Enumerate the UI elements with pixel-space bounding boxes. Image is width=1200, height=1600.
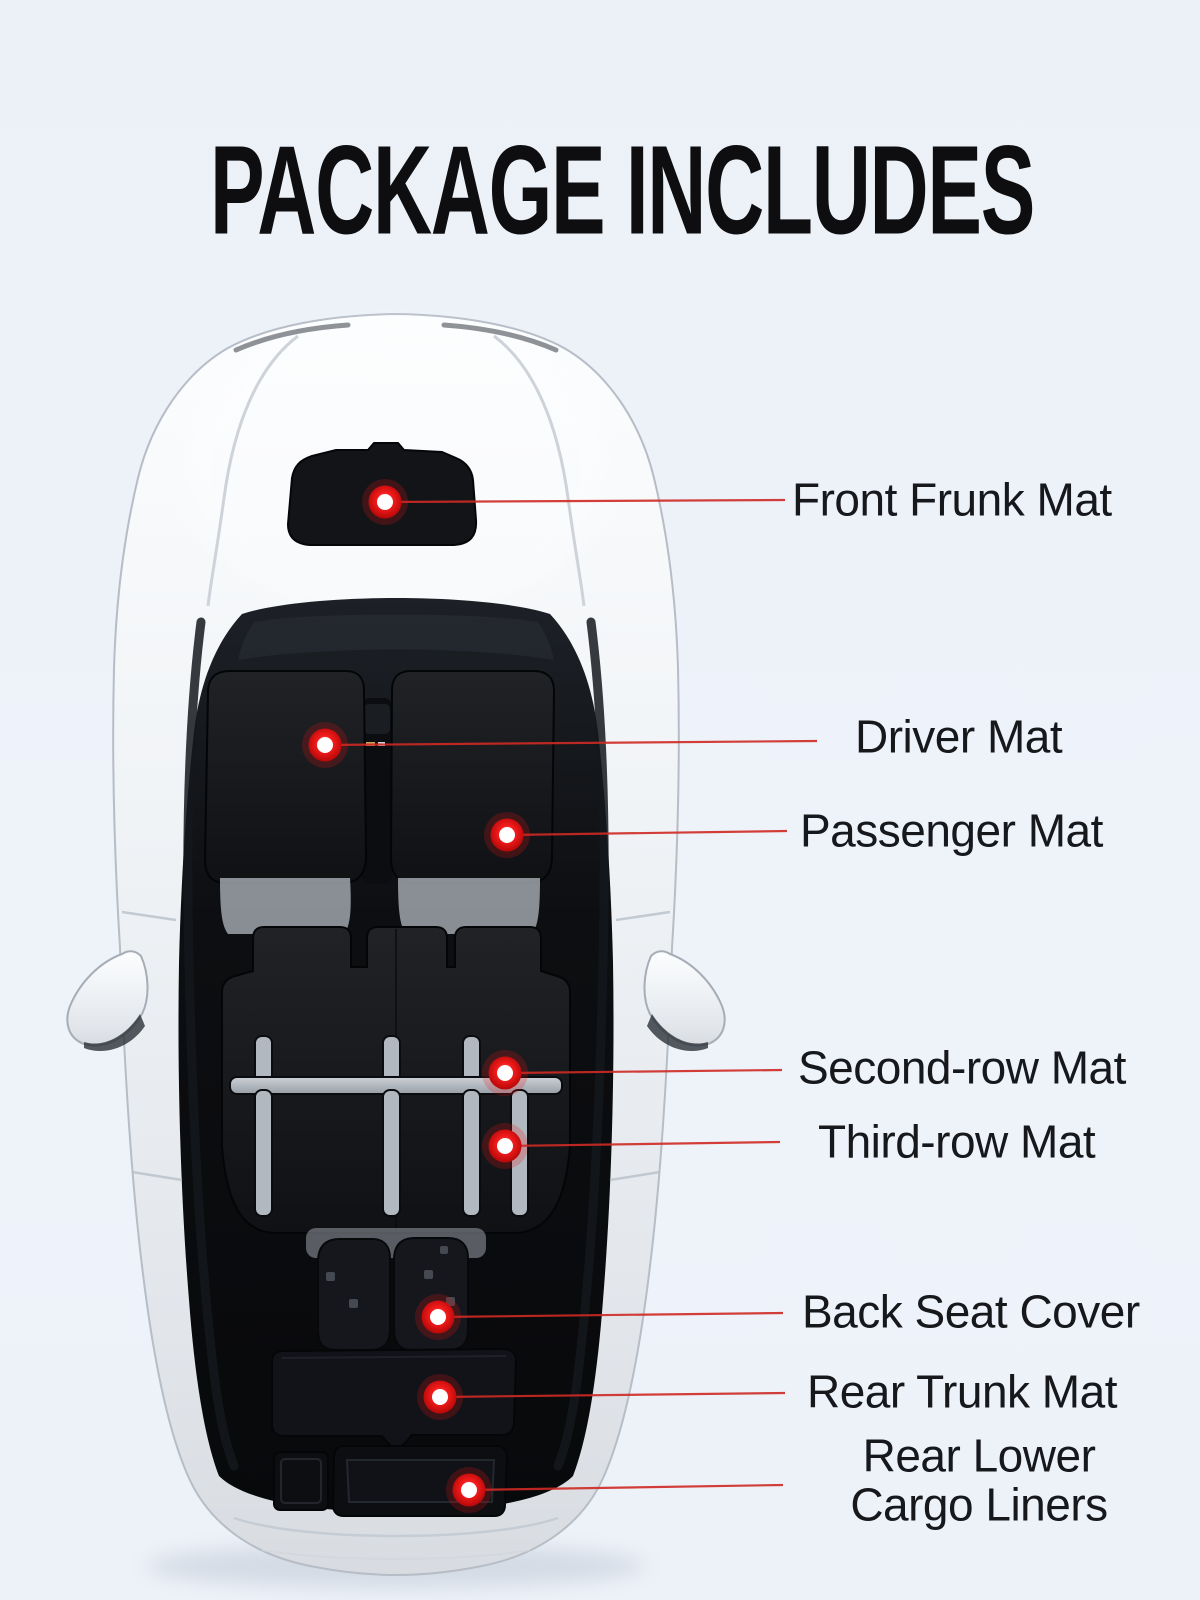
callout-line-second-row-mat: [504, 1068, 783, 1075]
hood-accent-left: [233, 322, 351, 353]
marker-passenger-mat: [484, 812, 530, 858]
callout-label-third-row-mat: Third-row Mat: [818, 1115, 1096, 1168]
callout-line-driver-mat: [324, 739, 818, 747]
seat-cover-buckles: [326, 1246, 455, 1308]
callout-line-rear-lower-cargo-liners: [468, 1483, 784, 1492]
callout-line-passenger-mat: [506, 829, 788, 837]
callout-line-front-frunk-mat: [384, 498, 786, 504]
callout-label-rear-lower-cargo-liners: Rear Lower Cargo Liners: [850, 1429, 1108, 1530]
front-seat-right: [398, 878, 540, 934]
callout-label-passenger-mat: Passenger Mat: [800, 804, 1103, 857]
callout-label-rear-trunk-mat: Rear Trunk Mat: [807, 1365, 1118, 1418]
bumper-crease: [261, 1549, 531, 1560]
side-trim-left: [183, 617, 239, 1471]
callout-label-second-row-mat: Second-row Mat: [798, 1041, 1126, 1094]
hood-crease-right: [493, 334, 586, 607]
side-trim-right: [553, 617, 609, 1471]
callout-label-back-seat-cover: Back Seat Cover: [802, 1285, 1140, 1338]
hood-accent-right: [441, 322, 559, 353]
side-mirror-left: [66, 950, 149, 1052]
callout-label-driver-mat: Driver Mat: [855, 710, 1063, 763]
callout-lines: [324, 498, 818, 1492]
marker-rear-lower-cargo-liners: [446, 1467, 492, 1513]
hood-crease-left: [206, 334, 299, 607]
passenger-mat: [389, 670, 556, 884]
marker-front-frunk-mat: [362, 479, 408, 525]
liftgate-seam: [233, 1516, 559, 1538]
back-seat-cover-left: [317, 1238, 391, 1351]
rear-trunk-mat: [271, 1347, 518, 1449]
callout-line-back-seat-cover: [437, 1311, 784, 1319]
page-title: PACKAGE INCLUDES: [210, 119, 1035, 261]
marker-back-seat-cover: [415, 1294, 461, 1340]
callout-line-rear-trunk-mat: [439, 1391, 786, 1399]
rear-lower-cargo-liners: [273, 1445, 509, 1517]
door-seams: [121, 910, 671, 1182]
marker-driver-mat: [302, 722, 348, 768]
side-mirror-right: [643, 950, 726, 1052]
front-seat-left: [220, 878, 351, 934]
dashboard: [238, 614, 554, 660]
marker-second-row-mat: [482, 1050, 528, 1096]
mat-floor-slots: [229, 1035, 563, 1217]
callout-label-front-frunk-mat: Front Frunk Mat: [792, 473, 1112, 526]
callout-line-third-row-mat: [504, 1140, 781, 1148]
driver-mat: [203, 670, 368, 884]
rear-trunk-mat-edge: [281, 1355, 507, 1359]
callout-markers: [302, 479, 530, 1513]
marker-third-row-mat: [482, 1123, 528, 1169]
marker-rear-trunk-mat: [417, 1374, 463, 1420]
